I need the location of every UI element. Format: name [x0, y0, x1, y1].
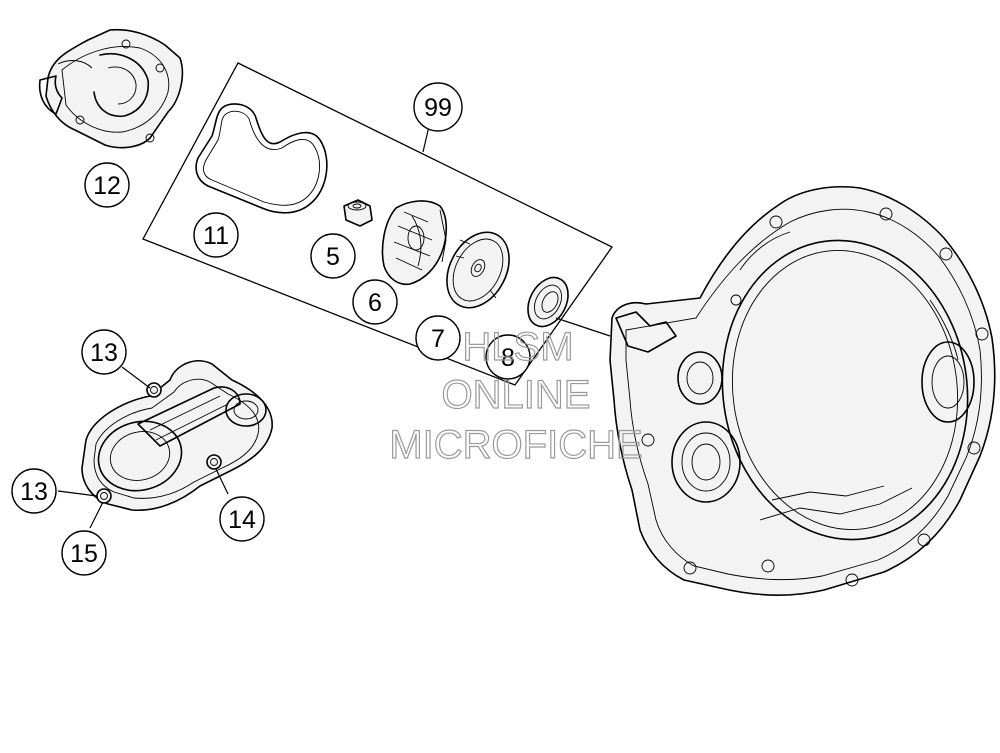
callout-8[interactable]: 8 — [485, 334, 531, 380]
callout-label: 14 — [228, 506, 256, 534]
leader-13a — [121, 366, 151, 389]
leader-15 — [89, 501, 104, 529]
callout-14[interactable]: 14 — [219, 496, 265, 542]
bolt-13-upper[interactable] — [146, 382, 162, 398]
watermark: HLSM ONLINE MICROFICHE — [389, 324, 644, 467]
callout-label: 13 — [20, 478, 48, 506]
bolt-14[interactable] — [206, 454, 222, 470]
callout-12[interactable]: 12 — [84, 162, 130, 208]
watermark-line-3: MICROFICHE — [389, 423, 642, 467]
leader-8 — [555, 317, 611, 337]
callout-13-lower[interactable]: 13 — [11, 468, 57, 514]
pump-cover-part-12[interactable] — [38, 28, 184, 149]
callout-11[interactable]: 11 — [193, 212, 239, 258]
callout-label: 13 — [90, 339, 118, 367]
callout-label: 11 — [203, 222, 229, 250]
callout-label: 99 — [424, 94, 452, 122]
nut-part-5[interactable] — [343, 199, 373, 227]
seal-ring-part-8[interactable] — [520, 271, 576, 334]
callout-label: 5 — [326, 243, 340, 271]
callout-7[interactable]: 7 — [415, 315, 461, 361]
watermark-line-2: ONLINE — [442, 373, 591, 417]
callout-15[interactable]: 15 — [61, 530, 107, 576]
callout-label: 15 — [70, 540, 98, 568]
impeller-part-6[interactable] — [381, 200, 448, 286]
callout-5[interactable]: 5 — [310, 233, 356, 279]
watermark-line-1: HLSM — [462, 325, 573, 369]
shaft-seal-part-7[interactable] — [434, 222, 521, 319]
callout-6[interactable]: 6 — [352, 279, 398, 325]
leader-14 — [215, 468, 229, 495]
gasket-part-11[interactable] — [195, 103, 328, 214]
leader-13b — [57, 490, 98, 497]
callout-label: 12 — [93, 172, 121, 200]
water-pump-cover[interactable] — [81, 360, 273, 512]
callout-99[interactable]: 99 — [413, 82, 463, 132]
callout-label: 7 — [431, 325, 445, 353]
callout-label: 8 — [501, 344, 515, 372]
clutch-cover[interactable] — [609, 185, 996, 596]
kit-outline — [142, 62, 613, 386]
callout-13-upper[interactable]: 13 — [81, 329, 127, 375]
callout-label: 6 — [368, 289, 382, 317]
bolt-13-lower[interactable] — [96, 488, 112, 504]
